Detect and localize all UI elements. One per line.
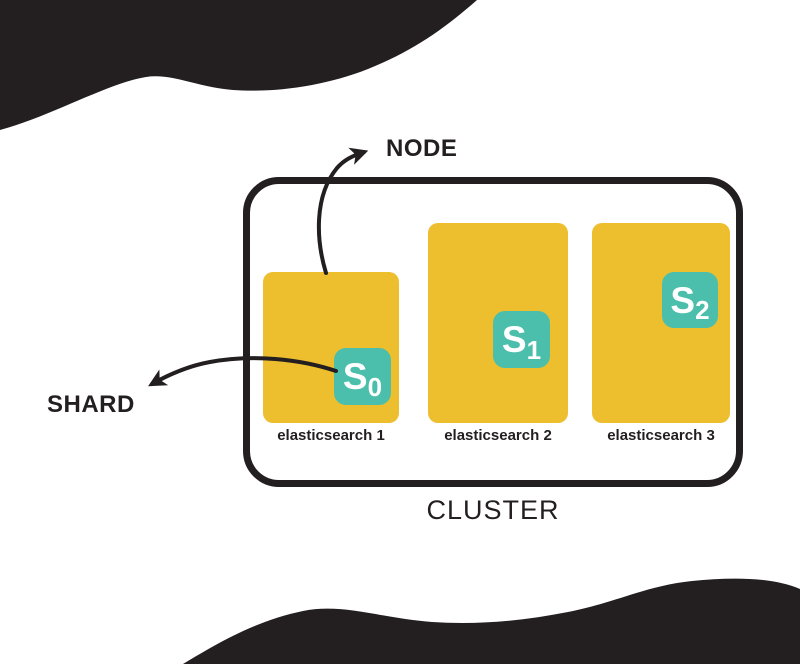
shard-s0-subscript: 0 — [367, 371, 383, 402]
shard-s2-subscript: 2 — [695, 295, 710, 325]
shard-callout-label: SHARD — [47, 391, 135, 418]
bottom-wave-shape — [183, 578, 800, 664]
cluster-label: CLUSTER — [426, 495, 560, 525]
shard-s1-letter: S — [501, 319, 527, 360]
node-callout-label: NODE — [386, 135, 458, 162]
node-label-elasticsearch-2: elasticsearch 2 — [444, 427, 552, 444]
shard-s2-letter: S — [670, 279, 696, 321]
node-label-elasticsearch-3: elasticsearch 3 — [607, 427, 715, 444]
node-label-elasticsearch-1: elasticsearch 1 — [277, 427, 385, 444]
shard-s1-subscript: 1 — [526, 334, 542, 365]
shard-s0-letter: S — [342, 356, 368, 397]
top-wave-shape — [0, 0, 477, 130]
